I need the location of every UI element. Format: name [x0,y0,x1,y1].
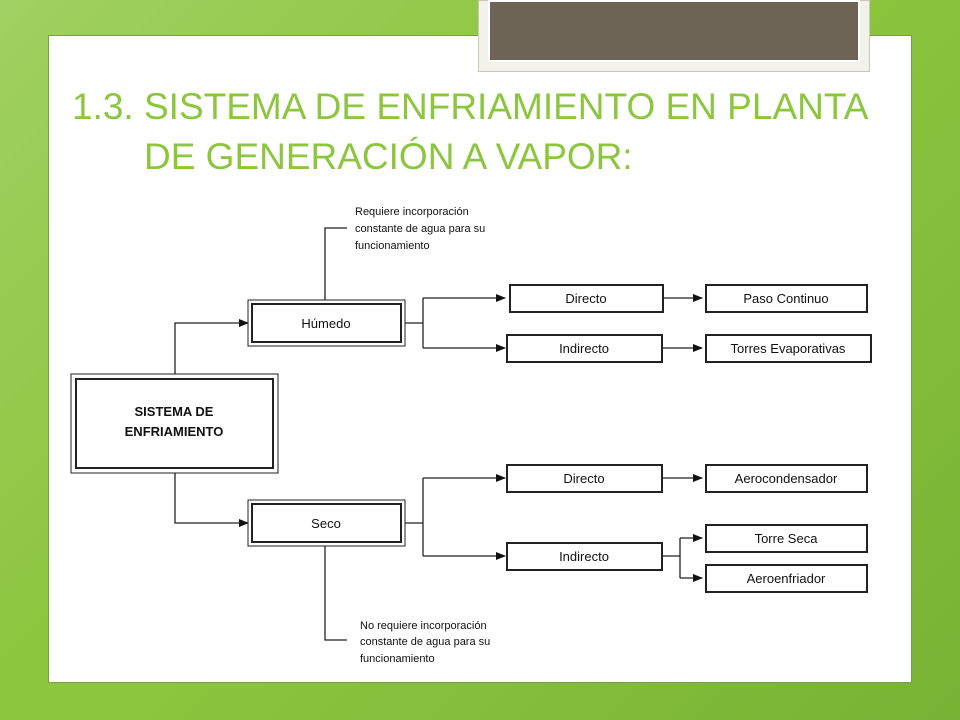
aeroenfriador-node: Aeroenfriador [705,564,868,593]
root-label-line-1: SISTEMA DE [135,404,214,419]
humedo-note-line-1: Requiere incorporación [355,206,469,218]
humedo-note: Requiere incorporación constante de agua… [355,206,485,252]
humedo-indirecto-label: Indirecto [559,341,609,356]
seco-indirecto-label: Indirecto [559,549,609,564]
torres-evaporativas-label: Torres Evaporativas [731,341,846,356]
torres-evaporativas-node: Torres Evaporativas [705,334,872,363]
seco-note: No requiere incorporación constante de a… [360,620,490,665]
slide-title: 1.3.SISTEMA DE ENFRIAMIENTO EN PLANTA DE… [72,82,892,182]
decorative-image-block [488,0,860,62]
edge-root-humedo [174,319,249,374]
aeroenfriador-label: Aeroenfriador [747,571,826,586]
root-label-line-2: ENFRIAMIENTO [125,424,224,439]
root-node: SISTEMA DE ENFRIAMIENTO [70,373,279,474]
humedo-directo-node: Directo [509,284,664,313]
aerocondensador-label: Aerocondensador [735,471,838,486]
humedo-node: Húmedo [247,299,406,347]
torre-seca-label: Torre Seca [755,531,819,546]
seco-label: Seco [311,516,341,531]
seco-node: Seco [247,499,406,547]
humedo-directo-label: Directo [565,291,606,306]
edges [174,227,703,641]
title-line-1: SISTEMA DE ENFRIAMIENTO EN PLANTA [144,86,869,127]
torre-seca-node: Torre Seca [705,524,868,553]
humedo-note-line-3: funcionamiento [355,240,430,252]
paso-continuo-label: Paso Continuo [743,291,828,306]
edge-root-seco [174,473,249,527]
aerocondensador-node: Aerocondensador [705,464,868,493]
seco-indirecto-node: Indirecto [506,542,663,571]
seco-directo-label: Directo [563,471,604,486]
title-number: 1.3. [72,86,134,127]
seco-directo-node: Directo [506,464,663,493]
seco-note-line-3: funcionamiento [360,653,435,665]
seco-note-line-1: No requiere incorporación [360,620,487,632]
edge-seco-note [324,546,347,641]
humedo-indirecto-node: Indirecto [506,334,663,363]
paso-continuo-node: Paso Continuo [705,284,868,313]
humedo-note-line-2: constante de agua para su [355,223,485,235]
humedo-label: Húmedo [301,316,350,331]
title-line-2: DE GENERACIÓN A VAPOR: [144,136,633,177]
seco-note-line-2: constante de agua para su [360,636,490,648]
edge-humedo-note [324,227,347,300]
